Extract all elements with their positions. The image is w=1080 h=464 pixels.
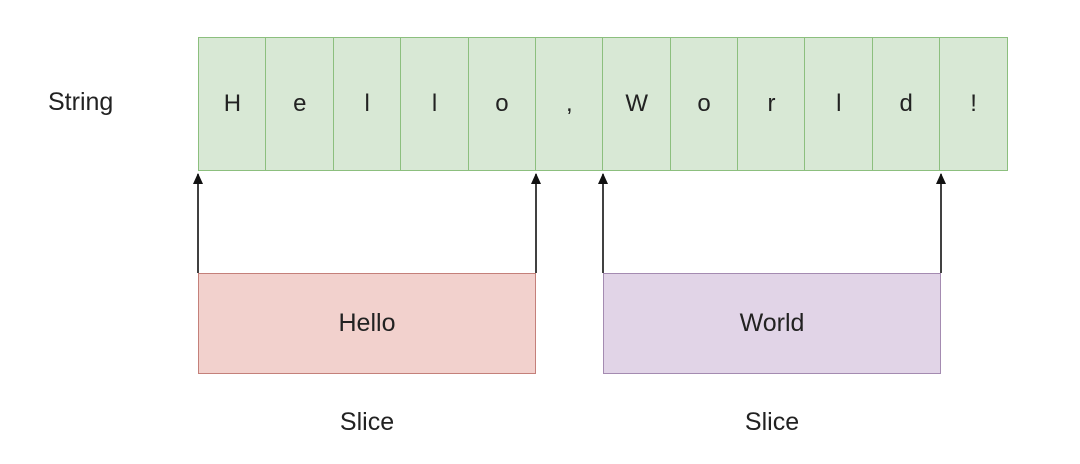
char-cell: l <box>332 37 402 171</box>
char-cell: e <box>265 37 335 171</box>
slice-caption-right: Slice <box>744 408 800 436</box>
char-cell: r <box>737 37 806 171</box>
char-cell: o <box>669 37 739 171</box>
char-cell: l <box>804 37 874 171</box>
slice-caption-left: Slice <box>339 408 395 436</box>
slice-hello-box: Hello <box>198 273 536 374</box>
char-cell: H <box>198 37 267 171</box>
slice-world-box: World <box>603 273 941 374</box>
char-cell: ! <box>939 37 1008 171</box>
char-cell: , <box>534 37 604 171</box>
string-cells: H e l l o , W o r l d ! <box>198 37 1008 171</box>
string-label: String <box>48 88 114 116</box>
char-cell: W <box>602 37 672 171</box>
char-cell: d <box>871 37 941 171</box>
char-cell: o <box>467 37 537 171</box>
char-cell: l <box>400 37 469 171</box>
